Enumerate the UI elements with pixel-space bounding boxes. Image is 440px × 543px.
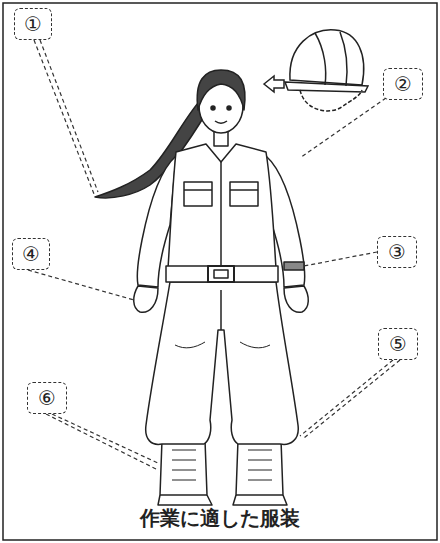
callout-number: ② [394,74,412,94]
callout-box: ③ [377,236,417,268]
callout-box: ⑥ [27,382,67,414]
callout-number: ④ [22,244,40,264]
callout-box: ⑤ [378,328,418,360]
callout-box: ② [383,68,423,100]
helmet-illustration [264,30,368,111]
callout-box: ④ [12,238,50,270]
caption: 作業に適した服装 [0,505,440,532]
callout-number: ① [24,14,42,34]
callout-number: ⑥ [38,388,56,408]
callout-number: ③ [388,242,406,262]
frame [3,3,437,540]
worker-figure [95,70,308,505]
callout-box: ① [14,8,52,40]
leader-lines [28,40,400,470]
callout-number: ⑤ [389,334,407,354]
pointer-arrow [264,76,284,92]
